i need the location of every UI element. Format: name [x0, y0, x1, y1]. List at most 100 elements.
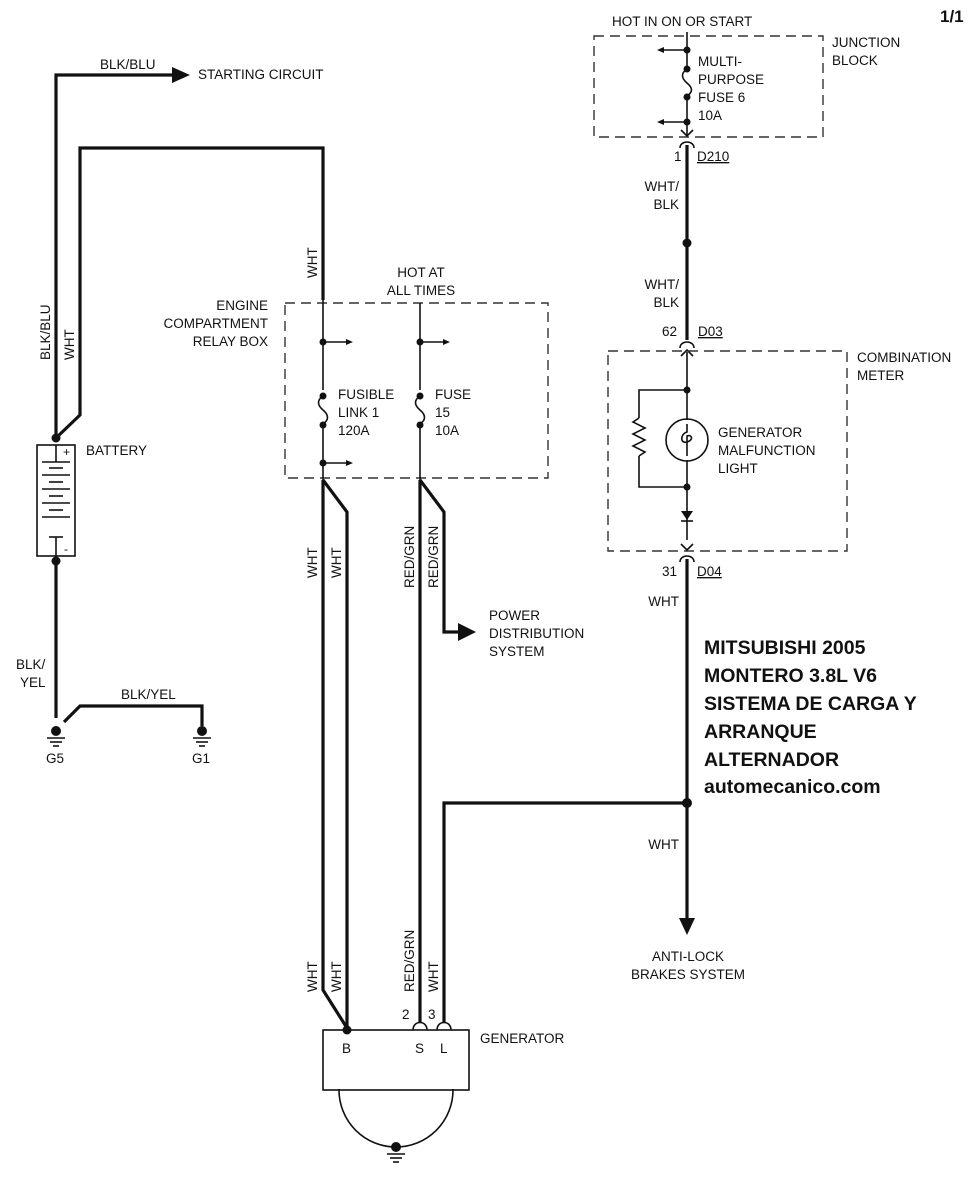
generator-pin-s: S [415, 1041, 424, 1056]
abs-label-1: ANTI-LOCK [652, 949, 724, 964]
relay-box-label-1: ENGINE [216, 298, 268, 313]
hot-at-all-times-1: HOT AT [397, 265, 445, 280]
page-indicator: 1/1 [940, 7, 964, 26]
combination-meter-label-1: COMBINATION [857, 350, 951, 365]
wire-label-red-grn-a: RED/GRN [402, 526, 417, 588]
generator-pin-b: B [342, 1041, 351, 1056]
wire-label-wht-blk-1a: WHT/ [645, 179, 680, 194]
wire-label-wht-blk-1b: BLK [653, 197, 679, 212]
starting-circuit-wire [54, 67, 190, 440]
relay-box-label-2: COMPARTMENT [164, 316, 269, 331]
splice-point [682, 798, 692, 808]
ground-g5-label: G5 [46, 751, 64, 766]
battery-plus: + [63, 445, 70, 459]
power-dist-label-3: SYSTEM [489, 644, 545, 659]
splice-point [682, 238, 692, 248]
wht-generator-l-wire [442, 801, 686, 1022]
fuse-6-label-4: 10A [698, 108, 722, 123]
wire-label-wht-gen-l: WHT [426, 961, 441, 992]
generator-malfunction-light [631, 352, 709, 552]
starting-circuit-label: STARTING CIRCUIT [198, 67, 324, 82]
wire-label-wht-left: WHT [62, 329, 77, 360]
wire-label-wht-b: WHT [329, 547, 344, 578]
wire-label-blk-yel-horiz: BLK/YEL [121, 687, 176, 702]
wht-generator-wire-b [321, 479, 349, 1028]
wire-label-blk-yel-2: YEL [20, 675, 46, 690]
power-dist-label-1: POWER [489, 608, 540, 623]
arrow-icon [458, 623, 476, 641]
title-line-4: ARRANQUE [704, 721, 817, 743]
ground-g1-icon [193, 726, 211, 747]
battery-symbol [36, 433, 76, 566]
multipurpose-fuse-6 [657, 32, 694, 138]
resistor-icon [631, 417, 647, 457]
wire-label-wht-blk-2a: WHT/ [645, 277, 680, 292]
junction-block-label-2: BLOCK [832, 53, 878, 68]
lamp-label-3: LIGHT [718, 461, 758, 476]
combination-meter-label-2: METER [857, 368, 905, 383]
fuse-6-label-1: MULTI- [698, 54, 742, 69]
ground-g1-label: G1 [192, 751, 210, 766]
connector-d03-name: D03 [698, 324, 723, 339]
arrow-icon [172, 67, 190, 83]
fuse-15-label-2: 15 [435, 405, 450, 420]
wht-generator-wire-a [321, 480, 349, 1029]
battery-label: BATTERY [86, 443, 147, 458]
title-line-1: MITSUBISHI 2005 [704, 637, 866, 659]
lamp-label-2: MALFUNCTION [718, 443, 816, 458]
wire-label-red-grn-gen: RED/GRN [402, 930, 417, 992]
title-line-2: MONTERO 3.8L V6 [704, 665, 877, 687]
blk-yel-ground-wire [62, 704, 204, 726]
title-line-3: SISTEMA DE CARGA Y [704, 693, 917, 715]
power-dist-label-2: DISTRIBUTION [489, 626, 584, 641]
generator-pin-3: 3 [428, 1007, 436, 1022]
abs-label-2: BRAKES SYSTEM [631, 967, 745, 982]
generator-pin-2: 2 [402, 1007, 410, 1022]
website-label: automecanico.com [704, 776, 881, 798]
connector-d04-pin: 31 [662, 564, 677, 579]
fuse-6-label-2: PURPOSE [698, 72, 764, 87]
wire-label-wht-gen-a: WHT [305, 961, 320, 992]
wire-label-wht-a: WHT [305, 547, 320, 578]
wire-label-wht-d04: WHT [648, 594, 679, 609]
wire-label-blk-blu-vert: BLK/BLU [38, 304, 53, 360]
junction-block-label-1: JUNCTION [832, 35, 900, 50]
connector-d210-pin: 1 [674, 149, 682, 164]
connector-d04 [679, 555, 695, 563]
title-line-5: ALTERNADOR [704, 749, 839, 771]
fusible-link-label-2: LINK 1 [338, 405, 379, 420]
connector-d210 [679, 141, 695, 149]
connector-d03 [679, 341, 695, 357]
connector-d03-pin: 62 [662, 324, 677, 339]
generator-symbol [322, 1021, 470, 1163]
arrow-down-icon [679, 918, 695, 935]
wire-label-blk-yel-1: BLK/ [16, 657, 46, 672]
fusible-link-label-3: 120A [338, 423, 370, 438]
wire-label-wht-blk-2b: BLK [653, 295, 679, 310]
junction-block-outline [593, 35, 824, 138]
fuse-15 [414, 303, 450, 482]
wire-label-wht-top: WHT [305, 247, 320, 278]
battery-minus: - [64, 542, 68, 556]
wht-battery-wire [54, 146, 325, 440]
fuse-6-label-3: FUSE 6 [698, 90, 745, 105]
diode-icon [681, 511, 693, 520]
connector-d04-name: D04 [697, 564, 722, 579]
connector-d210-name: D210 [697, 149, 729, 164]
wire-label-blk-blu: BLK/BLU [100, 57, 156, 72]
relay-box-outline [284, 302, 549, 479]
wire-label-wht-abs: WHT [648, 837, 679, 852]
red-grn-power-dist-wire [418, 479, 460, 634]
generator-pin-l: L [440, 1041, 448, 1056]
hot-in-on-or-start: HOT IN ON OR START [612, 14, 752, 29]
lamp-label-1: GENERATOR [718, 425, 803, 440]
hot-at-all-times-2: ALL TIMES [387, 283, 455, 298]
fuse-15-label-3: 10A [435, 423, 459, 438]
title-block: MITSUBISHI 2005 MONTERO 3.8L V6 SISTEMA … [704, 637, 917, 798]
relay-box-label-3: RELAY BOX [193, 334, 268, 349]
ground-g5-icon [47, 726, 65, 747]
fusible-link-label-1: FUSIBLE [338, 387, 394, 402]
wire-label-wht-gen-b: WHT [329, 961, 344, 992]
fusible-link-1 [317, 300, 353, 482]
